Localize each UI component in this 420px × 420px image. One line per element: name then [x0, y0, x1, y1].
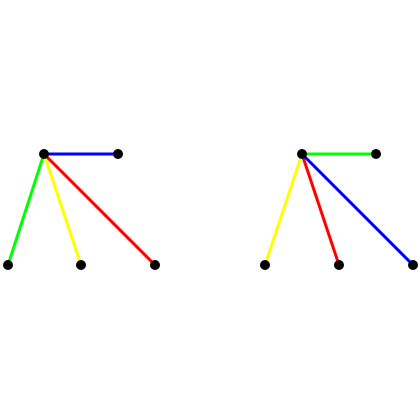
right-star-edge-yellow	[263, 152, 304, 267]
nodes-layer	[3, 149, 418, 270]
left-star-node-hub	[39, 149, 49, 159]
left-star-edge-yellow	[42, 152, 83, 267]
right-star-node-bottom-1	[260, 260, 270, 270]
left-star-edge-red	[42, 152, 157, 267]
right-star-edge-red	[300, 152, 341, 267]
right-star-node-hub	[297, 149, 307, 159]
right-star-node-bottom-2	[334, 260, 344, 270]
left-star-node-bottom-2	[76, 260, 86, 270]
right-star-node-top-right	[371, 149, 381, 159]
left-star-node-bottom-3	[150, 260, 160, 270]
left-star-node-top-right	[113, 149, 123, 159]
right-star-node-bottom-3	[408, 260, 418, 270]
left-star-edge-green	[6, 152, 46, 267]
right-star-edge-blue	[300, 152, 415, 267]
left-star-node-bottom-1	[3, 260, 13, 270]
edges-layer	[6, 152, 415, 267]
